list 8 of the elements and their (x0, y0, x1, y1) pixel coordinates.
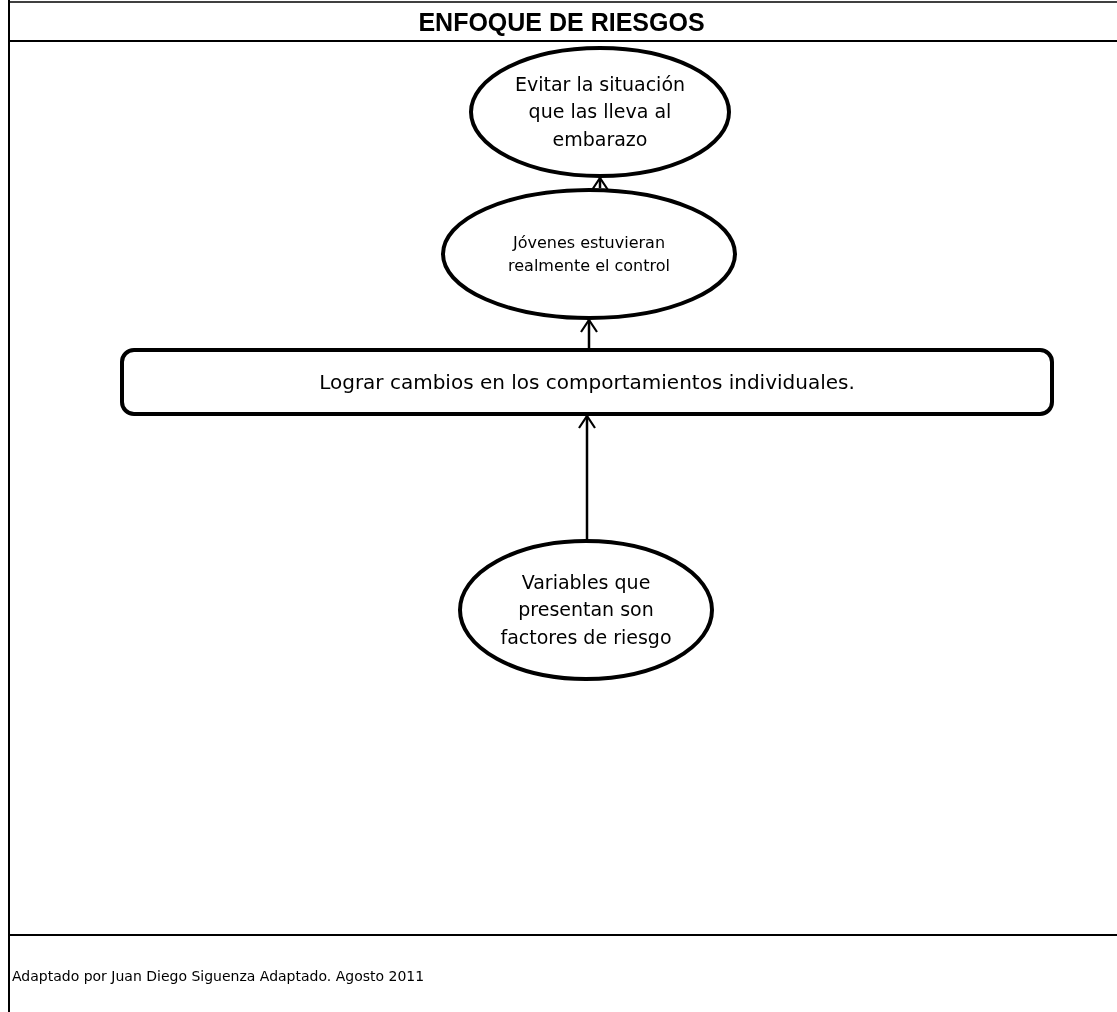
footnote: Adaptado por Juan Diego Siguenza Adaptado. Agosto 2011 (12, 968, 425, 984)
arrow (577, 414, 597, 539)
node-text: Evitar la situación que las lleva al embarazo (513, 71, 687, 152)
title: ENFOQUE DE RIESGOS (417, 8, 706, 37)
node-text: Jóvenes estuvieran realmente el control (507, 231, 671, 277)
arrow (579, 318, 599, 348)
node-text: Lograr cambios en los comportamientos individuales. (319, 368, 855, 396)
node-text: Variables que presentan son factores de riesgo (499, 569, 673, 650)
